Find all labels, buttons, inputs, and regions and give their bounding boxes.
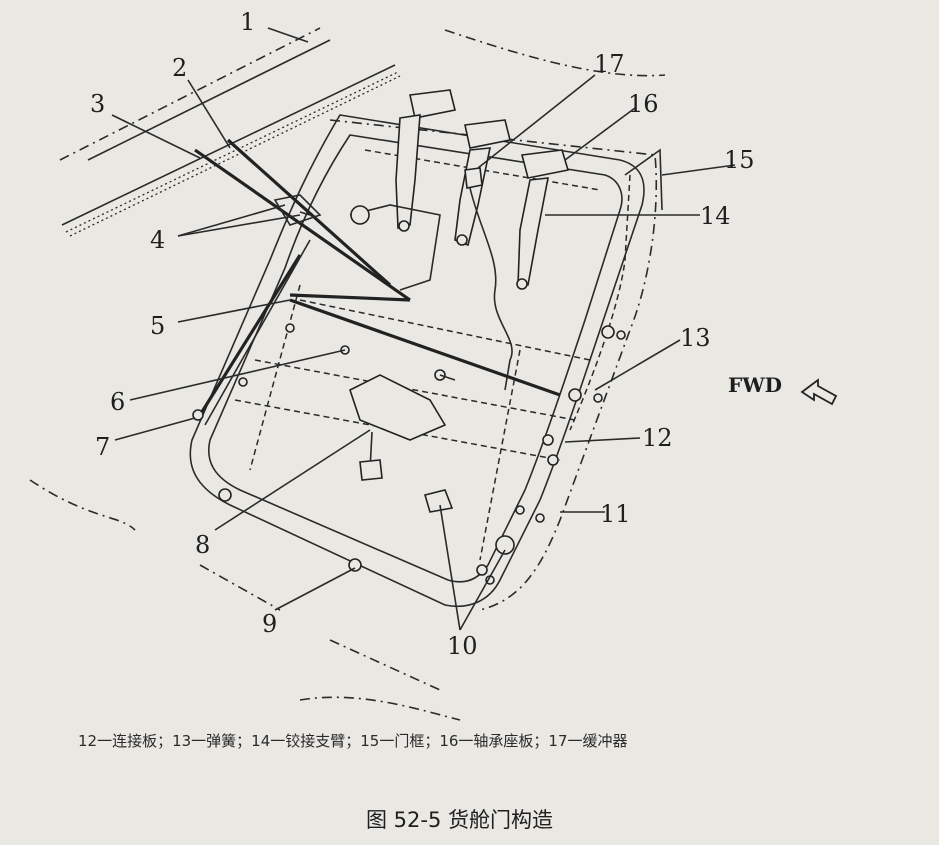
callout-5: 5	[150, 312, 165, 340]
door-frame	[329, 119, 663, 611]
forward-indicator: FWD	[728, 373, 838, 406]
leader-lines	[111, 27, 736, 631]
callout-13: 13	[680, 324, 711, 352]
fuselage-lines	[29, 27, 666, 721]
damper	[464, 167, 513, 391]
fwd-arrow-icon	[800, 378, 838, 406]
callout-14: 14	[700, 202, 731, 230]
callout-10: 10	[447, 632, 478, 660]
fwd-label: FWD	[728, 373, 782, 397]
left-handle	[192, 239, 311, 426]
callout-3: 3	[90, 90, 105, 118]
cargo-door-diagram: 1 2 3 4 5 6 7 8 9 10 11 12 13 14 15 16 1…	[29, 8, 838, 721]
callout-12: 12	[642, 424, 673, 452]
callout-8: 8	[195, 531, 210, 559]
figure-caption: 图 52-5 货舱门构造	[365, 808, 553, 832]
callout-17: 17	[594, 50, 625, 78]
callout-7: 7	[95, 433, 110, 461]
callout-2: 2	[172, 54, 187, 82]
callout-6: 6	[110, 388, 125, 416]
linkage	[194, 138, 561, 397]
callout-4: 4	[150, 226, 165, 254]
door-panel	[189, 114, 645, 607]
callout-labels: 1 2 3 4 5 6 7 8 9 10 11 12 13 14 15 16 1…	[90, 8, 755, 660]
legend-fragment: 12一连接板；13一弹簧；14一铰接支臂；15一门框；16一轴承座板；17一缓冲…	[78, 732, 628, 750]
callout-11: 11	[600, 500, 631, 528]
callout-9: 9	[262, 610, 277, 638]
figure-caption-wrap: 图 52-5 货舱门构造	[0, 804, 939, 834]
fittings	[218, 323, 626, 585]
callout-16: 16	[628, 90, 659, 118]
callout-1: 1	[240, 8, 255, 36]
hinge-arms	[395, 89, 570, 290]
callout-15: 15	[724, 146, 755, 174]
